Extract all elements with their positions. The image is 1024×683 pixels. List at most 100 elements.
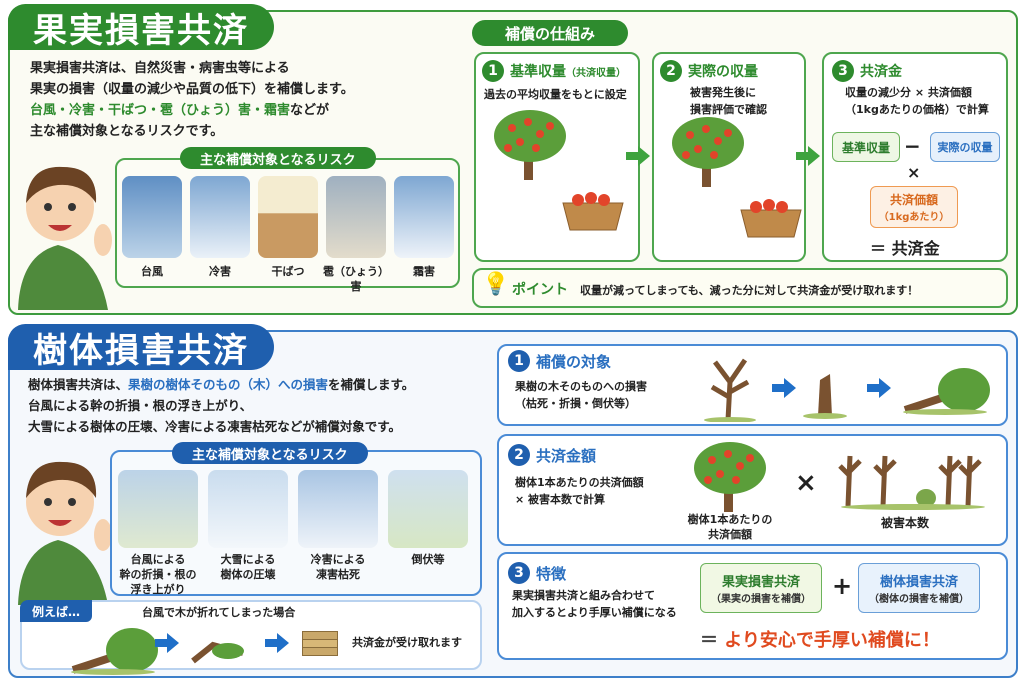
step-1-title: 1 基準収量（共済収量） [482, 60, 626, 82]
fallen-tree-icon [900, 358, 990, 418]
risk-image-1 [190, 176, 250, 258]
arrow-right-icon [867, 378, 891, 398]
risk-image-2 [258, 176, 318, 258]
desc-line: 台風による幹の折損・根の浮き上がり、 [28, 398, 253, 413]
mechanism-title: 補償の仕組み [472, 20, 628, 46]
arrow-right-icon [796, 146, 820, 166]
times-sign: × [795, 468, 817, 498]
formula-price-label: 共済価額 [889, 193, 938, 207]
damaged-trees-icon [838, 446, 988, 511]
tree-card-2-desc: 樹体1本あたりの共済価額 × 被害本数で計算 [515, 476, 644, 506]
tree-risk-label: 大雪による 樹体の圧壊 [220, 553, 276, 581]
example-caption: 台風で木が折れてしまった場合 [142, 606, 296, 619]
formula-base-yield: 基準収量 [832, 132, 900, 162]
tree-insurance-box: 樹体損害共済（樹体の損害を補償） [858, 563, 980, 613]
formula-result: ＝ 共済金 [870, 235, 940, 259]
fruit-risk-title: 主な補償対象となるリスク [180, 147, 376, 169]
step-title: 実際の収量 [688, 64, 758, 80]
risk-image-0 [122, 176, 182, 258]
box-sub: （樹体の損害を補償） [869, 594, 969, 605]
point-bar [472, 268, 1008, 308]
step-3-title: 3 共済金 [832, 60, 902, 82]
step-subtitle: （共済収量） [566, 67, 626, 79]
risk-label: 雹（ひょう）害 [323, 265, 389, 293]
character-boy-icon [8, 145, 113, 310]
result-label: より安心で手厚い補償に！ [724, 630, 940, 651]
tree-risk-image-3 [388, 470, 468, 548]
risk-label: 霜害 [413, 265, 435, 278]
arrow-right-icon [155, 633, 179, 653]
risk-highlight: 台風・冷害・干ばつ・雹（ひょう）害・霜害 [30, 103, 291, 118]
step-title: 基準収量 [510, 64, 566, 80]
risk-image-4 [394, 176, 454, 258]
point-text: 収量が減ってしまっても、減った分に対して共済金が受け取れます！ [580, 284, 919, 297]
card-number: 1 [508, 350, 530, 372]
tree-card-1-desc: 果樹の木そのものへの損害 （枯死・折損・倒伏等） [515, 380, 647, 410]
price-per-tree-caption: 樹体1本あたりの 共済価額 [687, 513, 773, 541]
step-title: 共済金 [860, 64, 902, 80]
apple-tree-icon [690, 440, 770, 515]
step-2-title: 2 実際の収量 [660, 60, 758, 82]
character-boy-thumbsup-icon [8, 440, 113, 605]
desc-line: 主な補償対象となるリスクです。 [30, 124, 224, 139]
desc-line: などが [290, 103, 330, 118]
point-label: ポイント [512, 282, 568, 298]
step-number: 3 [832, 60, 854, 82]
apple-tree-fewer-apples-icon [668, 115, 802, 238]
arrow-right-icon [265, 633, 289, 653]
box-title: 果実損害共済 [721, 575, 800, 590]
tree-risk-image-2 [298, 470, 378, 548]
damaged-count-caption: 被害本数 [880, 516, 929, 530]
arrow-right-icon [772, 378, 796, 398]
arrow-right-icon [626, 146, 650, 166]
step-3-desc: 収量の減少分 × 共済価額 （1kgあたりの価格）で計算 [845, 86, 989, 116]
card-title: 補償の対象 [536, 352, 612, 371]
broken-apple-tree-icon [68, 618, 158, 678]
tree-card-1-title: 1 補償の対象 [508, 350, 611, 372]
card-number: 2 [508, 444, 530, 466]
tree-risk-label: 冷害による 凍害枯死 [310, 553, 366, 581]
risk-label: 冷害 [209, 265, 231, 278]
formula-equals: ＝ [870, 239, 887, 258]
tree-title: 樹体損害共済 [8, 324, 274, 371]
example-result: 共済金が受け取れます [352, 636, 462, 649]
step-number: 2 [660, 60, 682, 82]
step-number: 1 [482, 60, 504, 82]
desc-line: を補償します。 [328, 377, 415, 392]
fruit-insurance-box: 果実損害共済 （果実の損害を補償） [700, 563, 822, 613]
risk-label: 台風 [141, 265, 163, 278]
card-title: 共済金額 [536, 446, 597, 465]
tree-risk-image-0 [118, 470, 198, 548]
fallen-tree-icon [188, 625, 248, 665]
card-title: 特徴 [536, 564, 567, 583]
desc-line: 樹体損害共済は、 [28, 377, 129, 392]
tree-card-3-desc: 果実損害共済と組み合わせて 加入するとより手厚い補償になる [512, 589, 677, 619]
plus-sign: + [832, 572, 853, 600]
fruit-description: 果実損害共済は、自然災害・病害虫等による 果実の損害（収量の減少や品質の低下）を… [30, 58, 354, 142]
apple-tree-with-basket-icon [490, 108, 624, 231]
tree-risk-label: 倒伏等 [411, 553, 445, 566]
example-label: 例えば… [20, 600, 92, 622]
tree-description: 樹体損害共済は、果樹の樹体そのもの（木）への損害を補償します。 台風による幹の折… [28, 374, 414, 437]
damage-highlight: 果樹の樹体そのもの（木）への損害 [128, 377, 329, 392]
step-2-desc: 被害発生後に 損害評価で確認 [690, 86, 767, 116]
tree-card-2-title: 2 共済金額 [508, 444, 596, 466]
desc-line: 果実の損害（収量の減少や品質の低下）を補償します。 [30, 82, 354, 97]
tree-card-3-title: 3 特徴 [508, 562, 566, 584]
equals-sign: ＝ [700, 630, 718, 651]
tree-risk-image-1 [208, 470, 288, 548]
tree-risk-label: 台風による 幹の折損・根の 浮き上がり [119, 553, 197, 596]
lightbulb-icon: 💡 [482, 272, 510, 297]
card-number: 3 [508, 562, 530, 584]
broken-trunk-icon [800, 360, 850, 420]
bare-tree-icon [700, 352, 760, 422]
risk-image-3 [326, 176, 386, 258]
money-stack-icon [302, 625, 338, 659]
tree-risk-title: 主な補償対象となるリスク [172, 442, 368, 464]
desc-line: 果実損害共済は、自然災害・病害虫等による [30, 61, 290, 76]
formula-times: × [907, 163, 921, 182]
box-sub: （果実の損害を補償） [711, 594, 811, 605]
desc-line: 大雪による樹体の圧壊、冷害による凍害枯死などが補償対象です。 [28, 419, 402, 434]
risk-label: 干ばつ [271, 265, 305, 278]
formula-actual-yield: 実際の収量 [930, 132, 1000, 162]
